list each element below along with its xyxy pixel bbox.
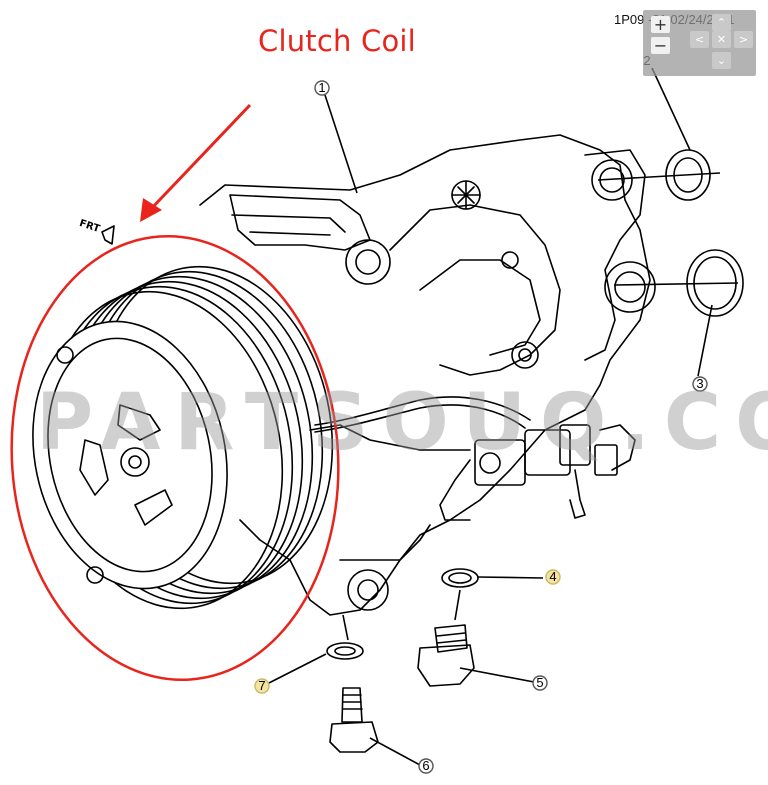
callout-6: 6 [422,758,430,773]
pan-down-button[interactable]: ⌄ [712,52,731,69]
callout-1: 1 [318,80,326,95]
zoom-control-panel: + − ⌃ < ✕ > ⌄ [643,10,756,76]
zoom-in-button[interactable]: + [651,16,670,33]
callout-4: 4 [549,569,557,584]
pan-reset-button[interactable]: ✕ [712,31,731,48]
compressor-body [199,134,651,616]
pan-left-button[interactable]: < [690,31,709,48]
clutch-coil-label: Clutch Coil [258,24,416,58]
clutch-highlight-circle [10,234,340,682]
zoom-out-button[interactable]: − [651,37,670,54]
callout-5: 5 [536,675,544,690]
callout-7: 7 [258,678,266,693]
pan-up-button[interactable]: ⌃ [712,14,731,31]
pan-right-button[interactable]: > [734,31,753,48]
clutch-pointer-arrow [148,103,252,212]
callout-3: 3 [696,376,704,391]
